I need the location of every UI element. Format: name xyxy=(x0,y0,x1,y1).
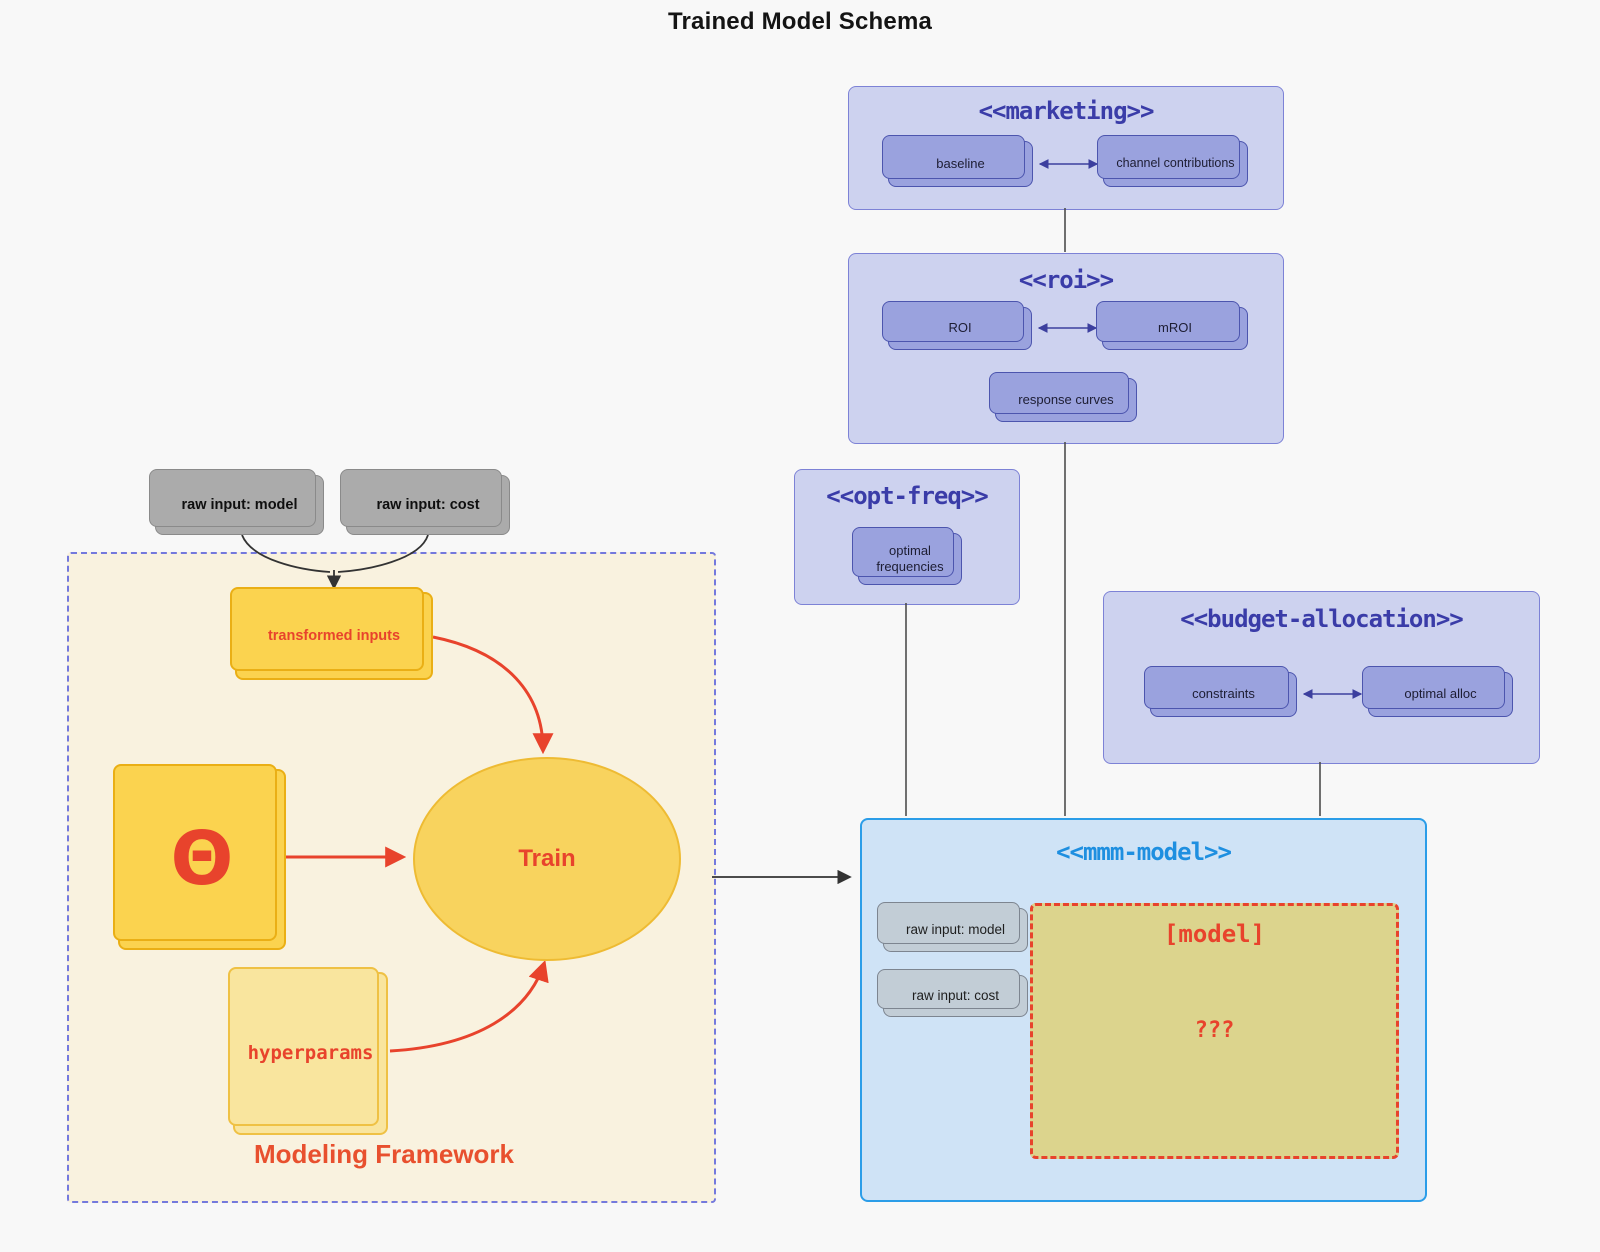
node-hyperparams: hyperparams xyxy=(228,967,388,1135)
node-raw-input-cost: raw input: cost xyxy=(340,469,510,535)
node-raw-input-cost-label: raw input: cost xyxy=(376,496,480,513)
node-raw-input-model: raw input: model xyxy=(149,469,324,535)
node-response-curves: response curves xyxy=(989,372,1137,422)
theta-symbol: Θ xyxy=(170,816,234,903)
node-train-label: Train xyxy=(518,845,576,872)
node-transformed-inputs: transformed inputs xyxy=(230,587,433,680)
node-raw-input-model-label: raw input: model xyxy=(181,496,298,513)
node-optimal-alloc: optimal alloc xyxy=(1362,666,1513,717)
node-baseline: baseline xyxy=(882,135,1033,187)
group-marketing-header: <<marketing>> xyxy=(978,97,1155,125)
node-optimal-frequencies: optimal frequencies xyxy=(852,527,962,585)
modeling-framework-label: Modeling Framework xyxy=(253,1139,515,1169)
node-mmm-raw-input-model: raw input: model xyxy=(877,902,1028,952)
node-hyperparams-label: hyperparams xyxy=(247,1041,374,1064)
node-optimal-frequencies-label: optimal frequencies xyxy=(876,542,944,574)
diagram-title: Trained Model Schema xyxy=(667,8,933,35)
node-theta: Θ xyxy=(113,764,286,950)
node-roi-label: ROI xyxy=(948,320,972,336)
node-optimal-alloc-label: optimal alloc xyxy=(1404,686,1477,702)
group-mmm-model-header: <<mmm-model>> xyxy=(1056,838,1232,866)
node-roi: ROI xyxy=(882,301,1032,350)
group-roi-header: <<roi>> xyxy=(1018,266,1114,294)
node-mroi-label: mROI xyxy=(1158,320,1192,336)
node-mroi: mROI xyxy=(1096,301,1248,350)
model-placeholder-unknown: ??? xyxy=(1194,1018,1235,1043)
node-model-placeholder: [model] ??? xyxy=(1030,903,1399,1159)
node-constraints: constraints xyxy=(1144,666,1297,717)
node-mmm-raw-input-cost: raw input: cost xyxy=(877,969,1028,1017)
node-channel-contributions-label: channel contributions xyxy=(1116,156,1235,171)
group-budget-allocation-header: <<budget-allocation>> xyxy=(1180,605,1463,633)
node-channel-contributions: channel contributions xyxy=(1097,135,1248,187)
node-mmm-raw-input-cost-label: raw input: cost xyxy=(911,987,1000,1003)
node-train: Train xyxy=(413,757,681,961)
node-constraints-label: constraints xyxy=(1192,686,1255,702)
node-transformed-inputs-label: transformed inputs xyxy=(267,627,401,644)
node-response-curves-label: response curves xyxy=(1018,391,1114,407)
node-mmm-raw-input-model-label: raw input: model xyxy=(905,921,1006,937)
model-placeholder-title: [model] xyxy=(1163,920,1266,948)
node-baseline-label: baseline xyxy=(936,155,985,171)
group-opt-freq-header: <<opt-freq>> xyxy=(826,482,988,510)
